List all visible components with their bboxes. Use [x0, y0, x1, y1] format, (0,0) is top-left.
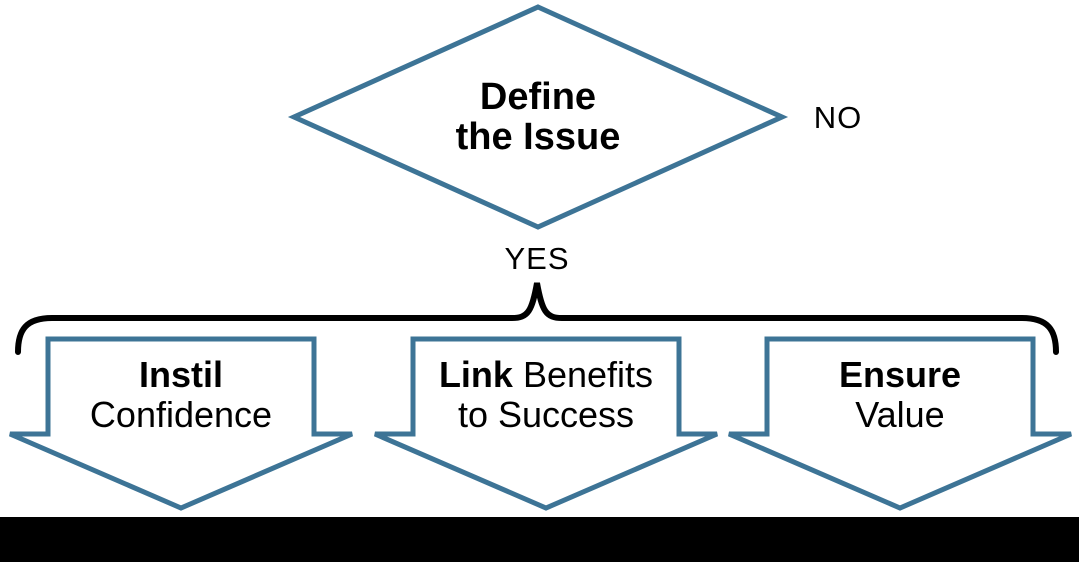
- arrow-label-line1: Link Benefits: [376, 355, 716, 395]
- arrow-label-bold-word: Instil: [138, 354, 223, 395]
- decision-label: Define the Issue: [338, 77, 738, 157]
- arrow-label-bold-word: Link: [438, 354, 513, 395]
- decision-diamond-shape: [287, 4, 789, 230]
- bottom-bar: [0, 517, 1079, 562]
- arrow-label-line2: to Success: [457, 394, 635, 435]
- yes-branch-brace: [15, 282, 1059, 355]
- yes-branch-label: YES: [504, 241, 570, 276]
- arrow-label-line1: Ensure: [730, 355, 1070, 395]
- decision-label-line1: Define: [479, 76, 597, 118]
- arrow-label-rest: Benefits: [512, 354, 654, 395]
- arrow-label-line2: Value: [855, 394, 945, 435]
- arrow-label-bold-word: Ensure: [838, 354, 962, 395]
- arrow-label-line2: Confidence: [89, 394, 273, 435]
- down-arrow-link-shape: [374, 336, 718, 511]
- down-arrow-instil-shape: [9, 336, 353, 511]
- decision-label-line2: the Issue: [455, 116, 621, 158]
- arrow-label-ensure-value: Ensure Value: [730, 355, 1070, 435]
- no-branch-label: NO: [813, 100, 863, 135]
- down-arrow-ensure-shape: [728, 336, 1072, 511]
- arrow-label-link-benefits: Link Benefits to Success: [376, 355, 716, 435]
- arrow-label-line1: Instil: [11, 355, 351, 395]
- arrow-label-instil-confidence: Instil Confidence: [11, 355, 351, 435]
